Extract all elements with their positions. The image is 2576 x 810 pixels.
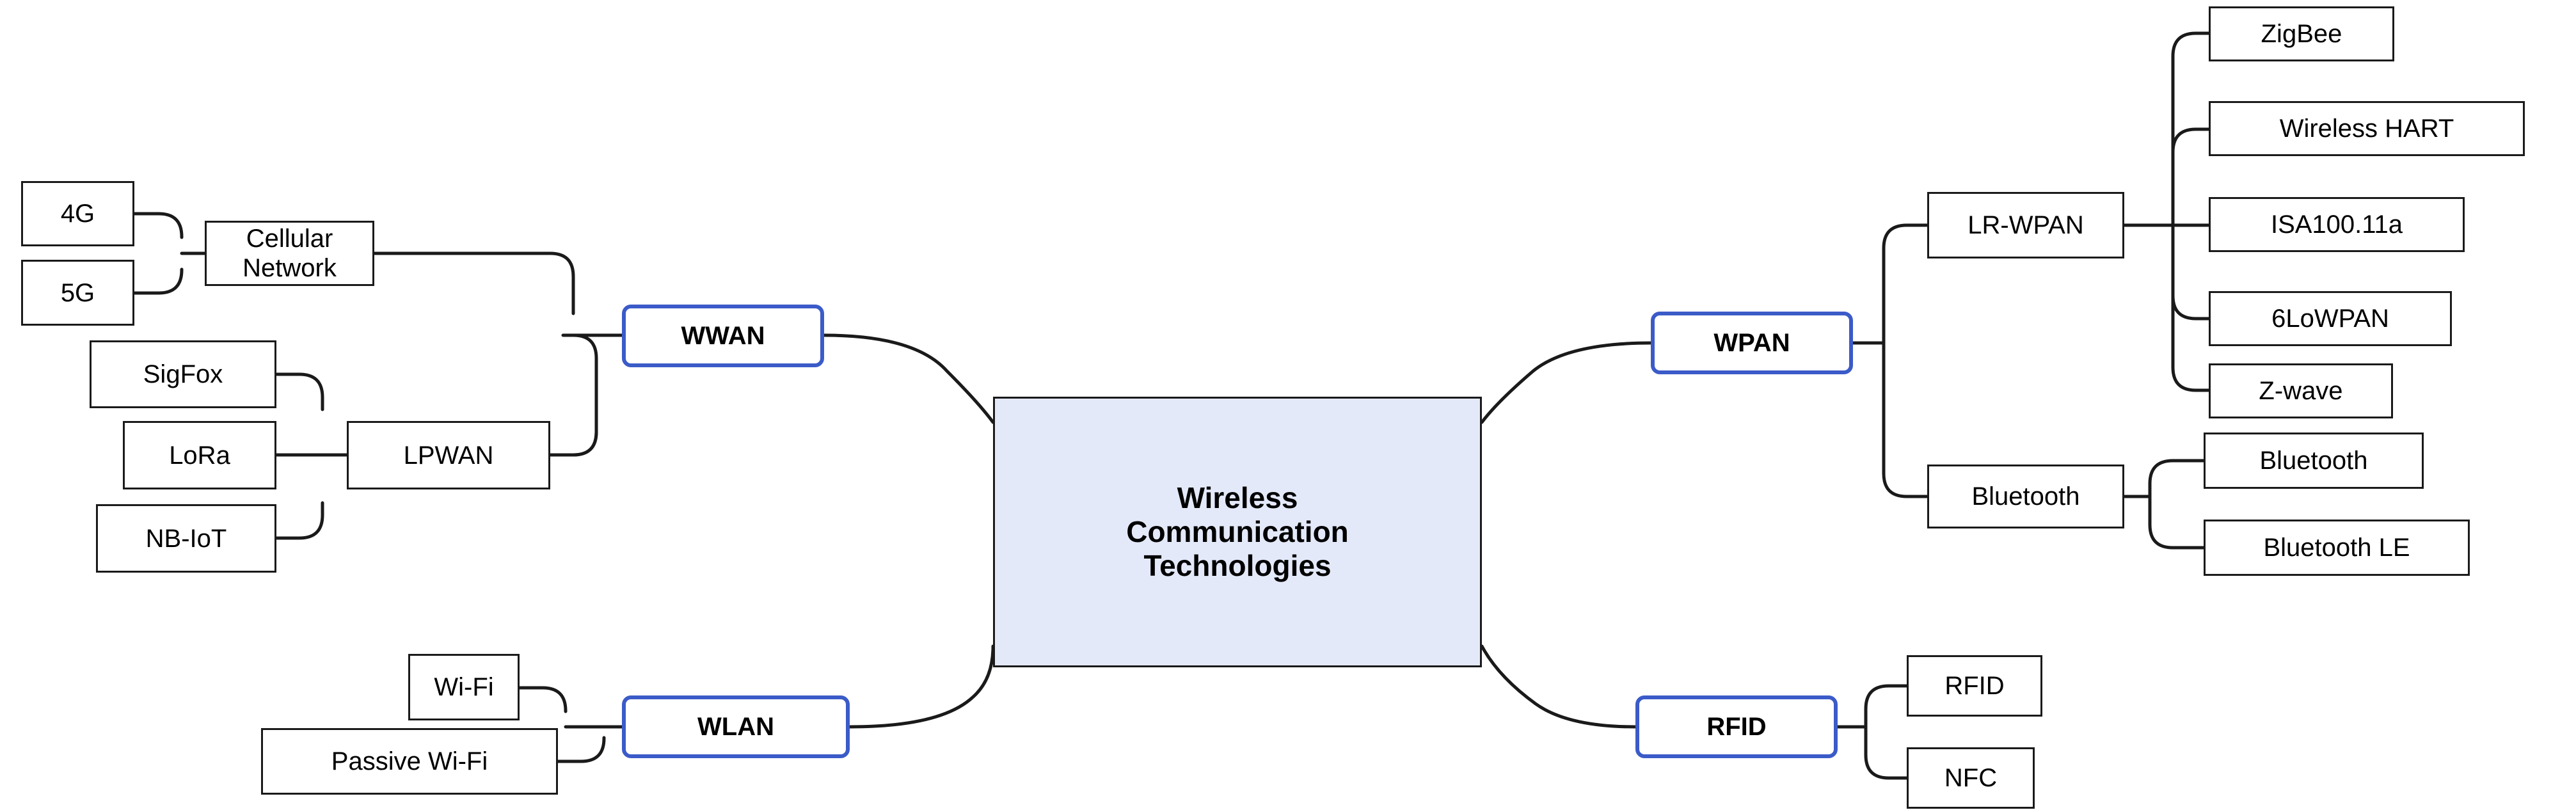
edge-wifi-wlan [518,686,568,713]
node-label: 4G [60,200,95,228]
category-label: WLAN [697,713,774,741]
root-title-line-1: Wireless [1177,481,1298,515]
node-lpwan[interactable]: LPWAN [347,421,550,489]
node-sigfox[interactable]: SigFox [90,340,276,408]
category-label: WPAN [1713,329,1790,357]
node-label: NB-IoT [145,524,227,553]
edge-nbiot-lpwan [274,501,324,540]
node-label: LoRa [169,441,230,470]
edge-btmid-btle [2148,495,2206,550]
node-label: Passive Wi-Fi [331,747,488,775]
node-label: Bluetooth [2259,447,2368,475]
edge-lrwpan-zwave [2171,223,2211,392]
root-title-line-2: Communication [1126,515,1349,549]
category-label: WWAN [681,322,765,350]
edge-wpan-bluetooth [1882,341,1929,498]
node-label: 5G [60,278,95,307]
node-lora[interactable]: LoRa [123,421,276,489]
edge-5g-cellular [132,267,184,295]
node-label: Wi-Fi [434,673,494,701]
edge-4g-cellular [132,212,184,239]
node-label: LR-WPAN [1968,211,2084,239]
node-lr-wpan[interactable]: LR-WPAN [1927,192,2124,258]
category-wwan[interactable]: WWAN [622,305,824,367]
node-label: Wireless HART [2279,115,2454,143]
edge-lrwpan-whart [2171,127,2211,227]
category-rfid[interactable]: RFID [1635,695,1838,758]
node-passive-wifi[interactable]: Passive Wi-Fi [261,728,558,795]
edge-cellular-wwan [372,251,575,315]
node-cellular-network[interactable]: Cellular Network [205,221,374,286]
node-label: 6LoWPAN [2271,305,2389,333]
edge-passivewifi-wlan [556,736,606,763]
node-label: RFID [1944,672,2005,700]
node-6lowpan[interactable]: 6LoWPAN [2209,291,2452,346]
node-label: Z-wave [2259,377,2343,405]
edge-lpwan-wwan [548,333,598,457]
node-label: NFC [1944,764,1998,792]
node-label: LPWAN [403,441,494,470]
root-node[interactable]: Wireless Communication Technologies [993,397,1482,667]
edge-lrwpan-6lowpan [2171,223,2211,321]
node-nfc[interactable]: NFC [1907,747,2035,809]
node-wifi[interactable]: Wi-Fi [408,654,520,720]
edge-btmid-bt [2148,459,2206,498]
edge-root-wpan [1480,341,1653,424]
node-wireless-hart[interactable]: Wireless HART [2209,101,2525,156]
node-label: Cellular Network [242,225,337,282]
node-5g[interactable]: 5G [21,260,134,326]
node-label: ISA100.11a [2270,210,2403,239]
edge-wpan-lrwpan [1882,223,1929,345]
node-rfid-leaf[interactable]: RFID [1907,655,2042,717]
edge-wlan-root [848,644,995,729]
root-title-line-3: Technologies [1143,548,1332,582]
node-zigbee[interactable]: ZigBee [2209,6,2394,61]
node-label: Bluetooth [1971,482,2080,511]
node-4g[interactable]: 4G [21,181,134,246]
node-isa100-11a[interactable]: ISA100.11a [2209,197,2465,252]
node-label: Bluetooth LE [2263,534,2410,562]
category-wpan[interactable]: WPAN [1651,312,1853,374]
node-label: ZigBee [2261,20,2342,48]
node-z-wave[interactable]: Z-wave [2209,363,2393,418]
node-bluetooth-group[interactable]: Bluetooth [1927,465,2124,528]
edge-sigfox-lpwan [274,372,324,411]
edge-rfid-rfidleaf [1864,684,1909,729]
edge-rfid-nfc [1864,725,1909,780]
node-bluetooth[interactable]: Bluetooth [2204,433,2424,489]
node-nb-iot[interactable]: NB-IoT [96,504,276,573]
category-label: RFID [1706,713,1767,741]
edge-lrwpan-zigbee [2171,31,2211,227]
category-wlan[interactable]: WLAN [622,695,850,758]
edge-root-rfid [1480,644,1637,729]
edge-wwan-root [822,333,995,424]
node-label: SigFox [143,360,223,388]
node-bluetooth-le[interactable]: Bluetooth LE [2204,520,2470,576]
edge-lpwan-wwan-corner [548,356,598,457]
